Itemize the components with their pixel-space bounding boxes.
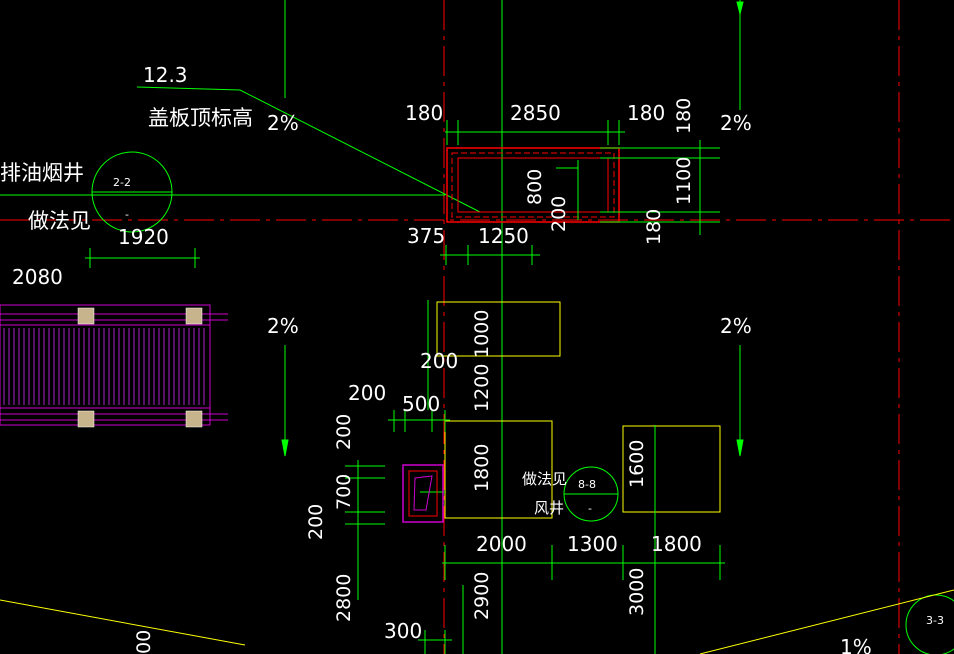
lower-dimension-lines (345, 300, 725, 654)
dim-1800a: 1800 (471, 444, 493, 492)
slope-label-5: 1% (840, 635, 872, 654)
dim-3000: 3000 (626, 568, 648, 616)
slope-label-3: 2% (267, 314, 299, 338)
grid-green-lines (0, 0, 741, 654)
elevation-value: 12.3 (143, 63, 188, 87)
dim-1000: 1000 (471, 310, 493, 358)
drawing-text: 12.3 盖板顶标高 排油烟井 做法见 2-2 - 2% 2% 2% 2% 1%… (0, 63, 944, 654)
dim-180c: 180 (673, 98, 695, 134)
dim-200a: 200 (548, 196, 570, 232)
fan-shaft (402, 464, 444, 523)
detail-ref-left-line1: 排油烟井 (0, 161, 84, 185)
dim-2900: 2900 (471, 572, 493, 620)
shaft-dimension-lines (440, 120, 720, 265)
dim-180d: 180 (643, 209, 665, 245)
slope-label-4: 2% (720, 314, 752, 338)
dim-200c: 200 (348, 381, 386, 405)
detail-ref-left-sub: - (125, 208, 129, 221)
dim-1200: 1200 (471, 364, 493, 412)
dim-00: 00 (133, 630, 155, 654)
detail-ref-mid-sub: - (588, 502, 592, 515)
yellow-outlines (0, 301, 954, 654)
dim-700: 700 (333, 474, 355, 510)
dim-2850: 2850 (510, 101, 561, 125)
equipment-grille (0, 304, 228, 428)
detail-circles (91, 151, 954, 654)
dim-1100: 1100 (673, 157, 695, 205)
dim-2800: 2800 (333, 574, 355, 622)
dim-800: 800 (524, 169, 546, 205)
dim-1250: 1250 (478, 224, 529, 248)
dim-2080: 2080 (12, 265, 63, 289)
dim-1800b: 1800 (651, 532, 702, 556)
dim-1920: 1920 (118, 225, 169, 249)
dim-180a: 180 (405, 101, 443, 125)
detail-ref-left-tag: 2-2 (113, 176, 131, 189)
slope-label-2: 2% (720, 111, 752, 135)
dim-1300: 1300 (567, 532, 618, 556)
dim-200d: 200 (333, 414, 355, 450)
exhaust-shaft (446, 147, 620, 223)
dim-300: 300 (384, 619, 422, 643)
left-dimension-lines (85, 248, 200, 268)
detail-ref-left-line2: 做法见 (28, 209, 91, 233)
detail-ref-mid-line2: 风井 (534, 499, 564, 517)
dim-200e: 200 (305, 504, 327, 540)
detail-ref-mid-line1: 做法见 (522, 470, 567, 488)
slope-arrows (281, 0, 744, 457)
dim-1600: 1600 (626, 440, 648, 488)
dim-180b: 180 (627, 101, 665, 125)
dim-500: 500 (402, 392, 440, 416)
slope-label-1: 2% (267, 111, 299, 135)
elevation-note: 盖板顶标高 (148, 106, 253, 130)
dim-375: 375 (407, 224, 445, 248)
dim-200b: 200 (420, 349, 458, 373)
detail-ref-right-tag: 3-3 (926, 614, 944, 627)
detail-ref-mid-tag: 8-8 (578, 478, 596, 491)
dim-2000: 2000 (476, 532, 527, 556)
